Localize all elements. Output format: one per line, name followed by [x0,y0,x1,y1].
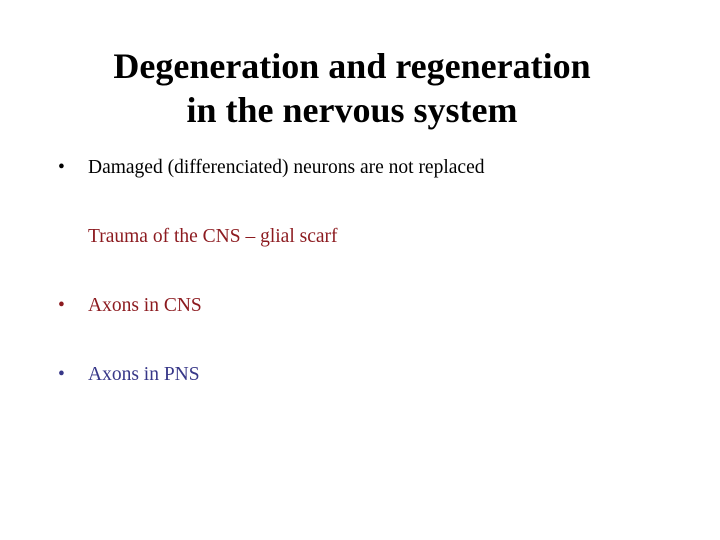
body-spacer-3 [44,319,684,362]
bullet-item-label: Axons in PNS [88,364,200,385]
bullet-item-axons-cns: • Axons in CNS [44,293,684,319]
body-spacer-2 [44,250,684,293]
body-spacer-1 [44,181,684,224]
slide-title-line-2: in the nervous system [186,90,518,130]
slide-body: • Damaged (differenciated) neurons are n… [44,155,684,388]
bullet-item-damaged-neurons: • Damaged (differenciated) neurons are n… [44,155,684,181]
bullet-icon: • [58,364,65,385]
bullet-icon: • [58,157,65,178]
bullet-icon: • [58,295,65,316]
slide-title: Degeneration and regeneration in the ner… [55,44,649,132]
slide-title-line-1: Degeneration and regeneration [113,46,591,86]
bullet-item-label: Axons in CNS [88,295,202,316]
subline-trauma-cns: Trauma of the CNS – glial scarf [44,224,684,250]
bullet-item-axons-pns: • Axons in PNS [44,362,684,388]
subline-label: Trauma of the CNS – glial scarf [88,226,338,247]
bullet-item-label: Damaged (differenciated) neurons are not… [88,157,485,178]
